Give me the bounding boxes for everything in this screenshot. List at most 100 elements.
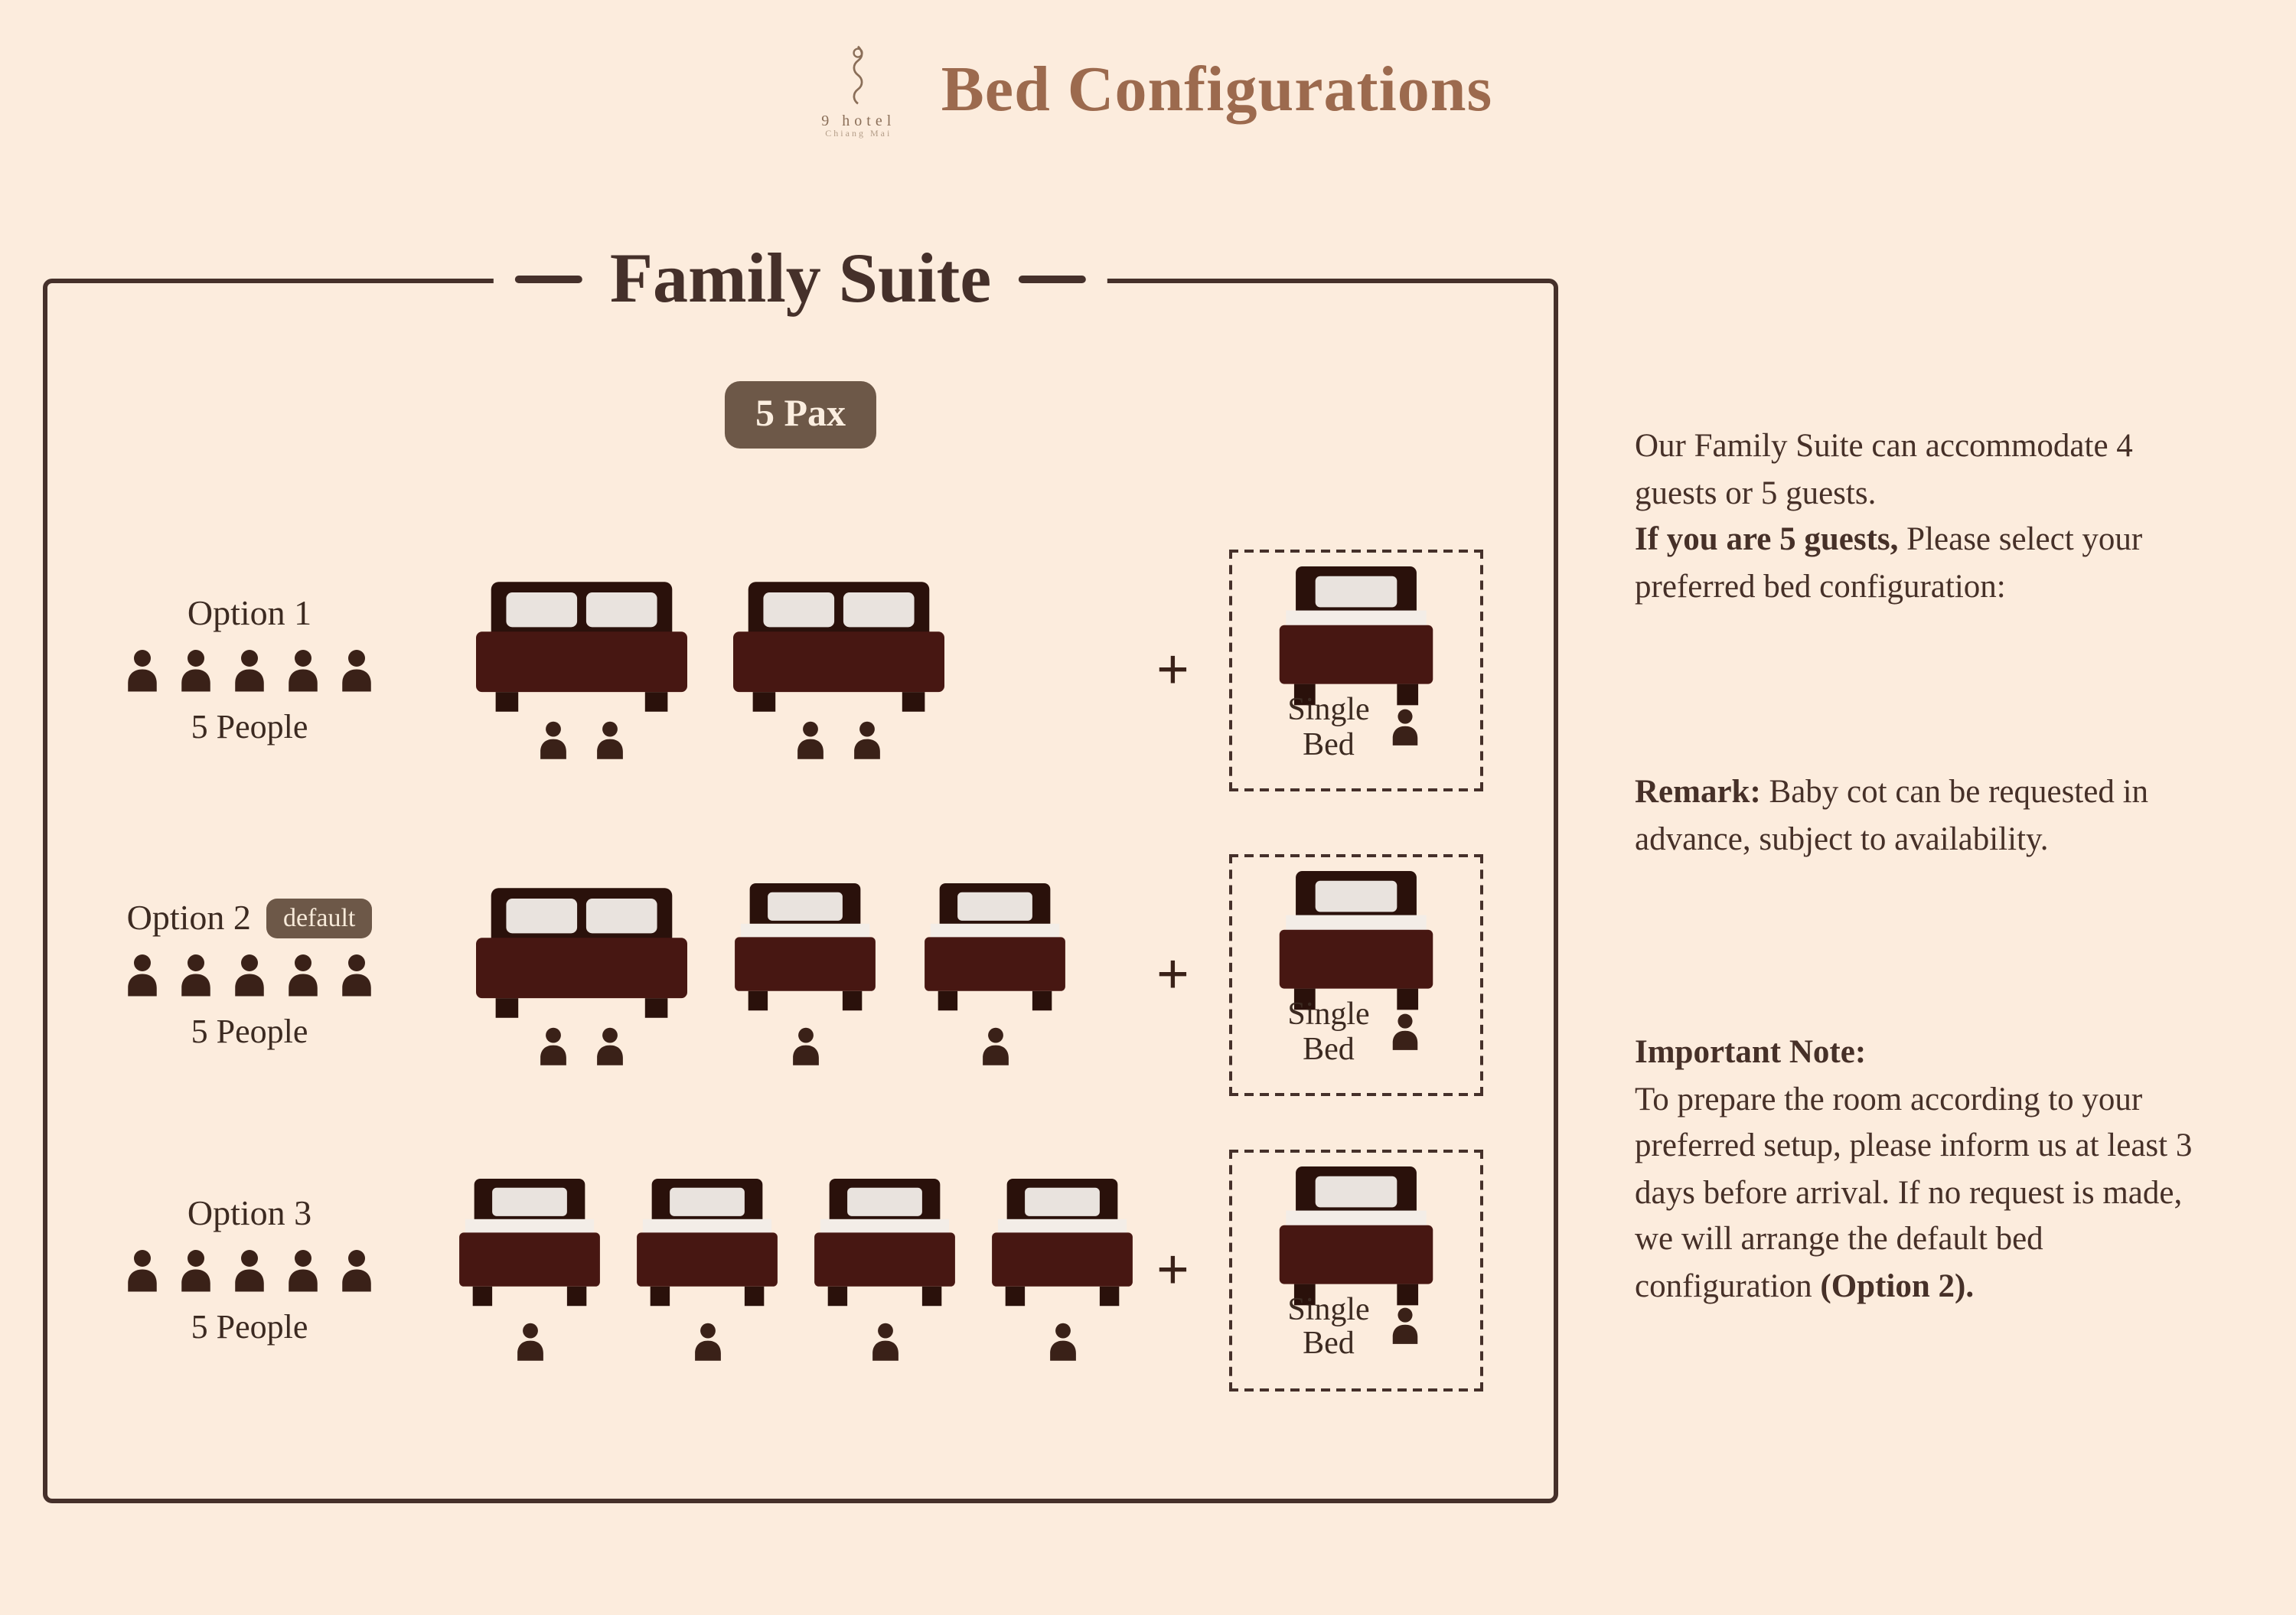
single-bed-icon <box>733 883 877 1018</box>
plus-sign: + <box>1156 638 1189 703</box>
suite-title: Family Suite <box>493 234 1108 323</box>
person-icon <box>1042 1320 1083 1362</box>
note-bold: (Option 2). <box>1820 1267 1975 1304</box>
bed-unit <box>476 888 687 1067</box>
pax-badge: 5 Pax <box>724 381 877 449</box>
single-bed-icon <box>990 1178 1134 1313</box>
single-bed-label: Single Bed <box>1287 1290 1370 1362</box>
double-bed-icon <box>476 888 687 1018</box>
single-bed-caption: Single Bed <box>1287 997 1424 1066</box>
person-icon <box>974 1026 1016 1067</box>
person-icon <box>227 1247 272 1293</box>
person-icon <box>1385 706 1425 746</box>
remark-label: Remark: <box>1635 773 1761 810</box>
people-row <box>119 648 380 693</box>
bed-unit <box>458 1178 602 1362</box>
person-icon <box>533 719 574 760</box>
people-row <box>119 1247 380 1293</box>
bed-occupants <box>533 1026 631 1067</box>
note-body-block: To prepare the room according to your pr… <box>1635 1075 2223 1309</box>
option-1-summary: Option 1 5 People <box>87 594 412 747</box>
single-bed-icon <box>813 1178 957 1313</box>
person-icon <box>1385 1306 1425 1346</box>
bed-occupants <box>509 1320 550 1362</box>
person-icon <box>687 1320 728 1362</box>
people-count: 5 People <box>191 707 308 746</box>
extra-single-bed-box: Single Bed <box>1229 550 1483 791</box>
person-icon <box>533 1026 574 1067</box>
single-bed-caption: Single Bed <box>1287 1291 1424 1361</box>
bed-occupants <box>974 1026 1016 1067</box>
person-icon <box>334 1247 380 1293</box>
extra-single-bed-box: Single Bed <box>1229 854 1483 1096</box>
person-icon <box>589 1026 631 1067</box>
bed-unit <box>476 581 687 760</box>
person-icon <box>334 648 380 693</box>
person-icon <box>589 719 631 760</box>
remark-text: Baby cot can be requested in advance, su… <box>1635 773 2149 857</box>
important-note-paragraph: Important Note: To prepare the room acco… <box>1635 1029 2223 1309</box>
people-row <box>119 952 380 998</box>
person-icon <box>280 1247 326 1293</box>
bed-occupants <box>687 1320 728 1362</box>
header: 9 hotel Chiang Mai Bed Configurations <box>0 40 2296 139</box>
option-label: Option 1 <box>187 594 312 632</box>
bed-unit <box>733 883 877 1067</box>
bed-unit <box>813 1178 957 1362</box>
option-3-summary: Option 3 5 People <box>87 1193 412 1346</box>
option-row-3: Option 3 5 People <box>87 1144 1514 1396</box>
option-label: Option 2 <box>126 899 251 937</box>
person-icon <box>119 648 165 693</box>
intro-rest: Please select your preferred bed configu… <box>1635 520 2143 605</box>
person-icon <box>1385 1011 1425 1051</box>
person-icon <box>119 1247 165 1293</box>
intro-bold: If you are 5 guests, <box>1635 520 1899 558</box>
page-title: Bed Configurations <box>941 54 1493 125</box>
bed-occupants <box>1042 1320 1083 1362</box>
option-3-label-line: Option 3 <box>188 1193 311 1233</box>
double-bed-icon <box>733 581 944 711</box>
bed-unit <box>635 1178 779 1362</box>
person-icon <box>173 648 219 693</box>
single-bed-label: Single Bed <box>1287 690 1370 762</box>
option-2-label-line: Option 2 default <box>127 899 373 938</box>
option-1-beds <box>476 581 944 760</box>
bed-occupants <box>864 1320 905 1362</box>
single-bed-icon <box>458 1178 602 1313</box>
option-2-beds <box>476 883 1067 1067</box>
single-bed-icon <box>635 1178 779 1313</box>
plus-sign: + <box>1156 943 1189 1007</box>
note-title: Important Note: <box>1635 1033 1867 1070</box>
default-badge: default <box>266 899 373 938</box>
option-3-beds <box>458 1178 1134 1362</box>
person-icon <box>173 952 219 998</box>
family-suite-panel: Family Suite 5 Pax Option 1 5 People <box>43 234 1558 1503</box>
single-bed-label: Single Bed <box>1287 995 1370 1067</box>
person-icon <box>173 1247 219 1293</box>
person-icon <box>119 952 165 998</box>
people-count: 5 People <box>191 1307 308 1345</box>
title-dash-left <box>514 275 582 282</box>
intro-paragraph: Our Family Suite can accommodate 4 guest… <box>1635 423 2223 609</box>
person-icon <box>227 648 272 693</box>
remark-paragraph: Remark: Baby cot can be requested in adv… <box>1635 768 2223 862</box>
person-icon <box>790 719 831 760</box>
plus-sign: + <box>1156 1238 1189 1302</box>
single-bed-icon <box>923 883 1067 1018</box>
hotel-logo-icon <box>846 40 872 110</box>
person-icon <box>334 952 380 998</box>
option-row-2: Option 2 default 5 People <box>87 853 1514 1098</box>
single-bed-caption: Single Bed <box>1287 692 1424 762</box>
option-label: Option 3 <box>187 1193 312 1232</box>
suite-title-text: Family Suite <box>609 239 992 317</box>
info-column: Our Family Suite can accommodate 4 guest… <box>1635 0 2223 1615</box>
intro-selection: If you are 5 guests, Please select your … <box>1635 516 2223 609</box>
person-icon <box>846 719 888 760</box>
extra-single-bed-box: Single Bed <box>1229 1149 1483 1391</box>
person-icon <box>227 952 272 998</box>
hotel-logo-city: Chiang Mai <box>825 130 892 139</box>
option-2-summary: Option 2 default 5 People <box>87 899 412 1052</box>
person-icon <box>784 1026 826 1067</box>
double-bed-icon <box>476 581 687 711</box>
